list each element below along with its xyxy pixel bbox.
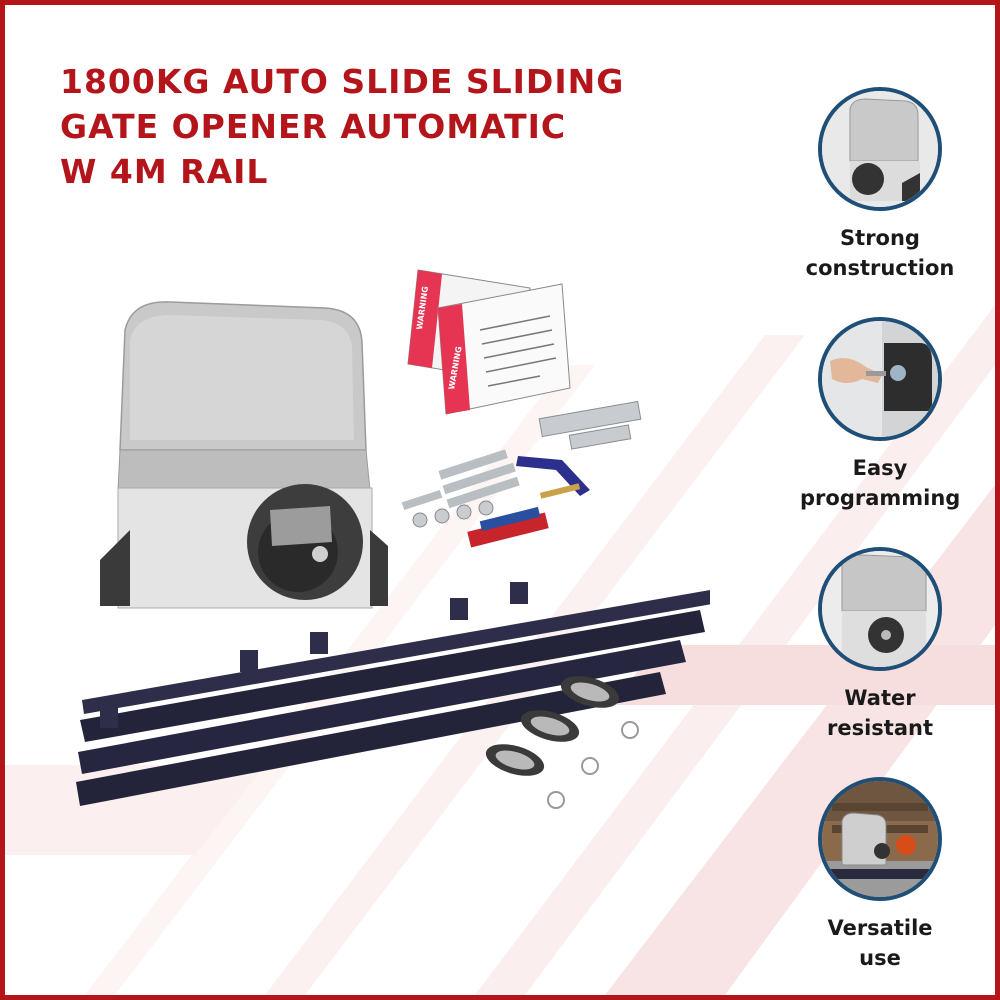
feature-label: Versatile use — [800, 913, 960, 973]
gate-install-icon — [818, 777, 942, 901]
warning-sign-2: WARNING — [437, 283, 571, 415]
feature-easy-programming: Easy programming — [800, 317, 960, 513]
motor-closeup-icon — [818, 547, 942, 671]
feature-label-line-1: Strong — [840, 226, 920, 250]
product-kit-image: WARNING WARNING — [76, 269, 710, 809]
feature-label: Water resistant — [800, 683, 960, 743]
feature-label-line-2: programming — [800, 486, 961, 510]
feature-water-resistant: Water resistant — [800, 547, 960, 743]
mounting-hardware — [401, 400, 642, 548]
feature-label-line-2: construction — [805, 256, 955, 280]
feature-label-line-1: Water — [844, 686, 916, 710]
feature-label-line-1: Easy — [852, 456, 908, 480]
feature-label: Strong construction — [800, 223, 960, 283]
title-line-2: GATE OPENER AUTOMATIC — [60, 107, 567, 146]
feature-strong-construction: Strong construction — [800, 87, 960, 283]
gear-rack-rails — [76, 582, 710, 806]
product-title: 1800KG AUTO SLIDE SLIDING GATE OPENER AU… — [60, 59, 660, 194]
hand-key-icon — [818, 317, 942, 441]
feature-versatile-use: Versatile use — [800, 777, 960, 973]
motor-unit-icon — [818, 87, 942, 211]
feature-label-line-2: resistant — [827, 716, 933, 740]
remote-controls — [485, 676, 639, 809]
feature-label-line-1: Versatile — [827, 916, 933, 940]
motor-unit — [100, 301, 388, 609]
feature-label: Easy programming — [800, 453, 960, 513]
title-line-1: 1800KG AUTO SLIDE SLIDING — [60, 62, 625, 101]
title-line-3: W 4M RAIL — [60, 152, 269, 191]
feature-label-line-2: use — [859, 946, 901, 970]
